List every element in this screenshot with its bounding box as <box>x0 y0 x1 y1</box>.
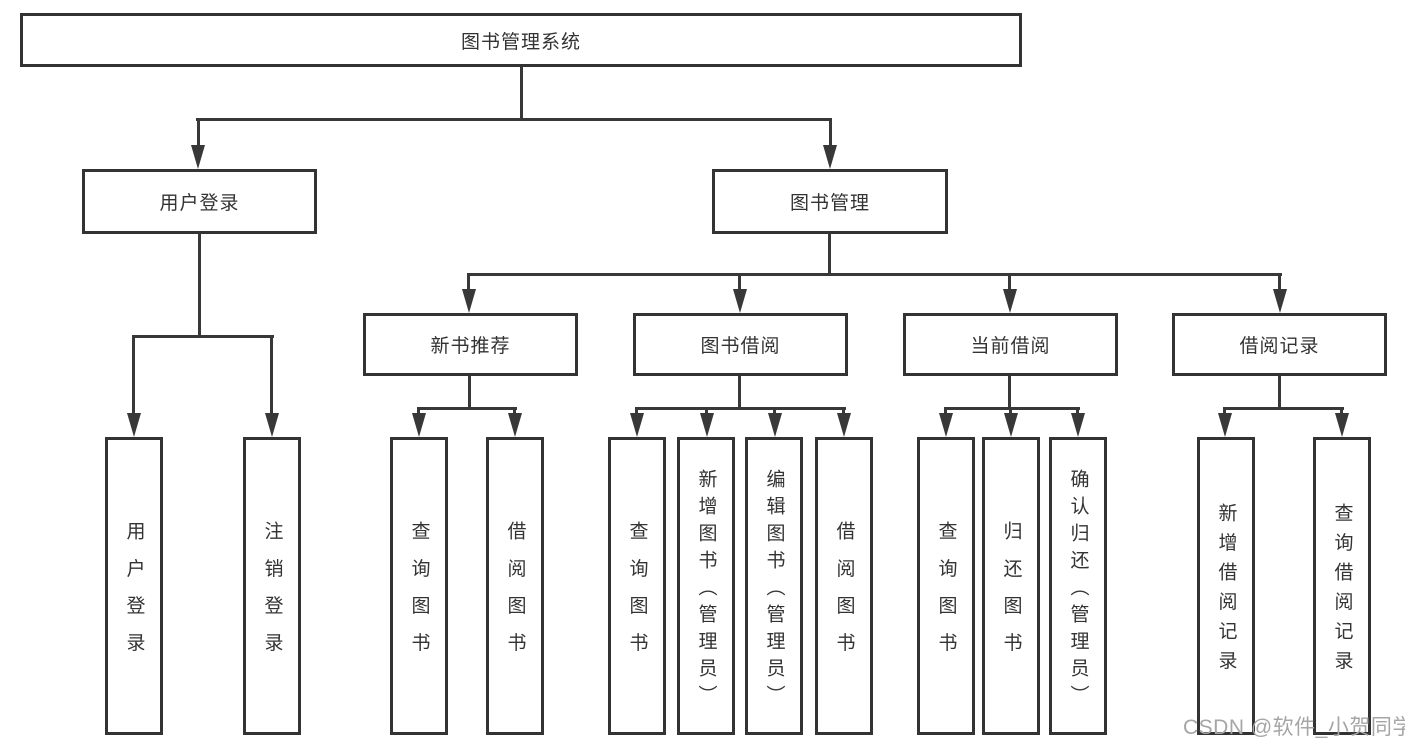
arrow-down-icon <box>1004 413 1018 437</box>
leaf-logout: 注销登录 <box>243 437 301 735</box>
node-borrow-records: 借阅记录 <box>1172 313 1387 376</box>
connector-line <box>1278 273 1281 293</box>
arrow-down-icon <box>127 413 141 437</box>
connector-line <box>417 407 517 410</box>
connector-line <box>944 407 1080 410</box>
node-label: 图书管理系统 <box>460 31 581 53</box>
connector-line <box>196 118 832 121</box>
arrow-down-icon <box>733 289 747 313</box>
node-label: 查询图书 <box>935 520 957 670</box>
node-label: 查询图书 <box>408 520 430 670</box>
leaf-add-borrow-record: 新增借阅记录 <box>1197 437 1255 735</box>
node-label: 新增借阅记录 <box>1215 502 1237 680</box>
node-label: 查询图书 <box>626 520 648 670</box>
leaf-confirm-return-admin: 确认归还（管理员） <box>1049 437 1107 735</box>
arrow-down-icon <box>265 413 279 437</box>
connector-line <box>1008 273 1011 293</box>
node-label: 当前借阅 <box>970 336 1051 357</box>
arrow-down-icon <box>1273 289 1287 313</box>
connector-line <box>197 118 200 148</box>
arrow-down-icon <box>412 413 426 437</box>
connector-line <box>828 233 831 276</box>
connector-line <box>520 67 523 121</box>
node-label: 用户登录 <box>123 520 145 670</box>
leaf-query-books-current: 查询图书 <box>917 437 975 735</box>
arrow-down-icon <box>630 413 644 437</box>
node-label: 图书借阅 <box>700 336 781 357</box>
node-label: 图书管理 <box>789 193 870 214</box>
leaf-query-books-recommend: 查询图书 <box>390 437 448 735</box>
arrow-down-icon <box>1003 289 1017 313</box>
arrow-down-icon <box>1335 413 1349 437</box>
connector-line <box>738 273 741 293</box>
node-book-management: 图书管理 <box>712 169 948 234</box>
node-label: 新增图书（管理员） <box>695 468 717 712</box>
arrow-down-icon <box>191 145 205 169</box>
arrow-down-icon <box>462 289 476 313</box>
leaf-add-books-admin: 新增图书（管理员） <box>677 437 735 735</box>
arrow-down-icon <box>768 413 782 437</box>
node-label: 新书推荐 <box>430 336 511 357</box>
arrow-down-icon <box>939 413 953 437</box>
node-label: 注销登录 <box>261 520 283 670</box>
leaf-return-books: 归还图书 <box>982 437 1040 735</box>
connector-line <box>738 376 741 410</box>
node-library-management-system: 图书管理系统 <box>20 13 1022 67</box>
node-book-borrow: 图书借阅 <box>633 313 848 376</box>
connector-line <box>1008 376 1011 410</box>
node-label: 借阅图书 <box>833 520 855 670</box>
leaf-borrow-books-recommend: 借阅图书 <box>486 437 544 735</box>
node-user-login-group: 用户登录 <box>82 169 317 234</box>
arrow-down-icon <box>823 145 837 169</box>
connector-line <box>468 376 471 410</box>
connector-line <box>1223 407 1344 410</box>
connector-line <box>468 273 1282 276</box>
connector-line <box>132 335 135 417</box>
node-current-borrow: 当前借阅 <box>903 313 1118 376</box>
connector-line <box>198 234 201 338</box>
node-label: 编辑图书（管理员） <box>763 468 785 712</box>
node-label: 借阅记录 <box>1239 336 1320 357</box>
node-new-book-recommend: 新书推荐 <box>363 313 578 376</box>
leaf-query-borrow-record: 查询借阅记录 <box>1313 437 1371 735</box>
node-label: 归还图书 <box>1000 520 1022 670</box>
arrow-down-icon <box>700 413 714 437</box>
arrow-down-icon <box>837 413 851 437</box>
arrow-down-icon <box>1071 413 1085 437</box>
node-label: 借阅图书 <box>504 520 526 670</box>
connector-line <box>635 407 846 410</box>
node-label: 用户登录 <box>159 193 240 214</box>
connector-line <box>270 335 273 417</box>
leaf-borrow-books: 借阅图书 <box>815 437 873 735</box>
connector-line <box>132 335 274 338</box>
leaf-edit-books-admin: 编辑图书（管理员） <box>745 437 803 735</box>
csdn-watermark: CSDN @软件_小贺同学 <box>1183 716 1405 739</box>
connector-line <box>1278 376 1281 410</box>
arrow-down-icon <box>508 413 522 437</box>
connector-line <box>467 273 470 293</box>
leaf-query-books-borrow: 查询图书 <box>608 437 666 735</box>
node-label: 确认归还（管理员） <box>1067 468 1089 712</box>
leaf-user-login: 用户登录 <box>105 437 163 735</box>
arrow-down-icon <box>1218 413 1232 437</box>
node-label: 查询借阅记录 <box>1331 502 1353 680</box>
connector-line <box>829 118 832 148</box>
